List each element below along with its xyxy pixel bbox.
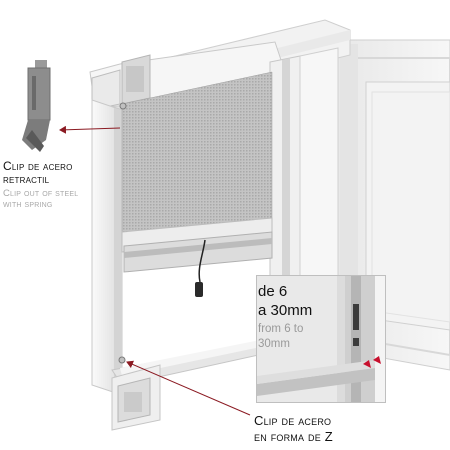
- zoom-detail-box: [256, 275, 386, 403]
- retractile-clip-icon: [22, 60, 51, 152]
- range-es-line1: de 6: [258, 283, 288, 300]
- clip-top-es-line1: Clip de acero: [3, 159, 73, 173]
- clip-marker-top: [119, 102, 127, 110]
- clip-z-es-line2: en forma de Z: [254, 429, 333, 444]
- arrow-to-clip-bottom: [126, 360, 251, 416]
- clip-z-es-line1: Clip de acero: [254, 413, 332, 428]
- zoom-detail-image: [257, 276, 385, 402]
- clip-top-sublabel: Clip out of steel with spring: [3, 188, 78, 210]
- clip-z-label: Clip de acero en forma de Z: [254, 413, 333, 445]
- opening-range-text: de 6 a 30mm from 6 to 30mm: [258, 282, 348, 352]
- frame-right-guide: [269, 47, 339, 347]
- clip-top-en-line2: with spring: [3, 199, 53, 210]
- range-en-line2: 30mm: [258, 338, 290, 350]
- mesh-bottom-bar: [121, 217, 273, 273]
- pull-cord: [195, 239, 206, 297]
- clip-top-es-line2: retractil: [3, 172, 50, 186]
- frame-left-side: [91, 99, 123, 396]
- range-es-line2: a 30mm: [258, 302, 313, 319]
- clip-top-en-line1: Clip out of steel: [3, 188, 79, 199]
- arrow-to-clip-top: [59, 125, 121, 134]
- clip-top-label: Clip de acero retractil: [3, 160, 73, 186]
- frame-bottom-rail: [111, 338, 273, 431]
- clip-marker-bottom: [118, 356, 126, 364]
- range-en-line1: from 6 to: [258, 323, 304, 335]
